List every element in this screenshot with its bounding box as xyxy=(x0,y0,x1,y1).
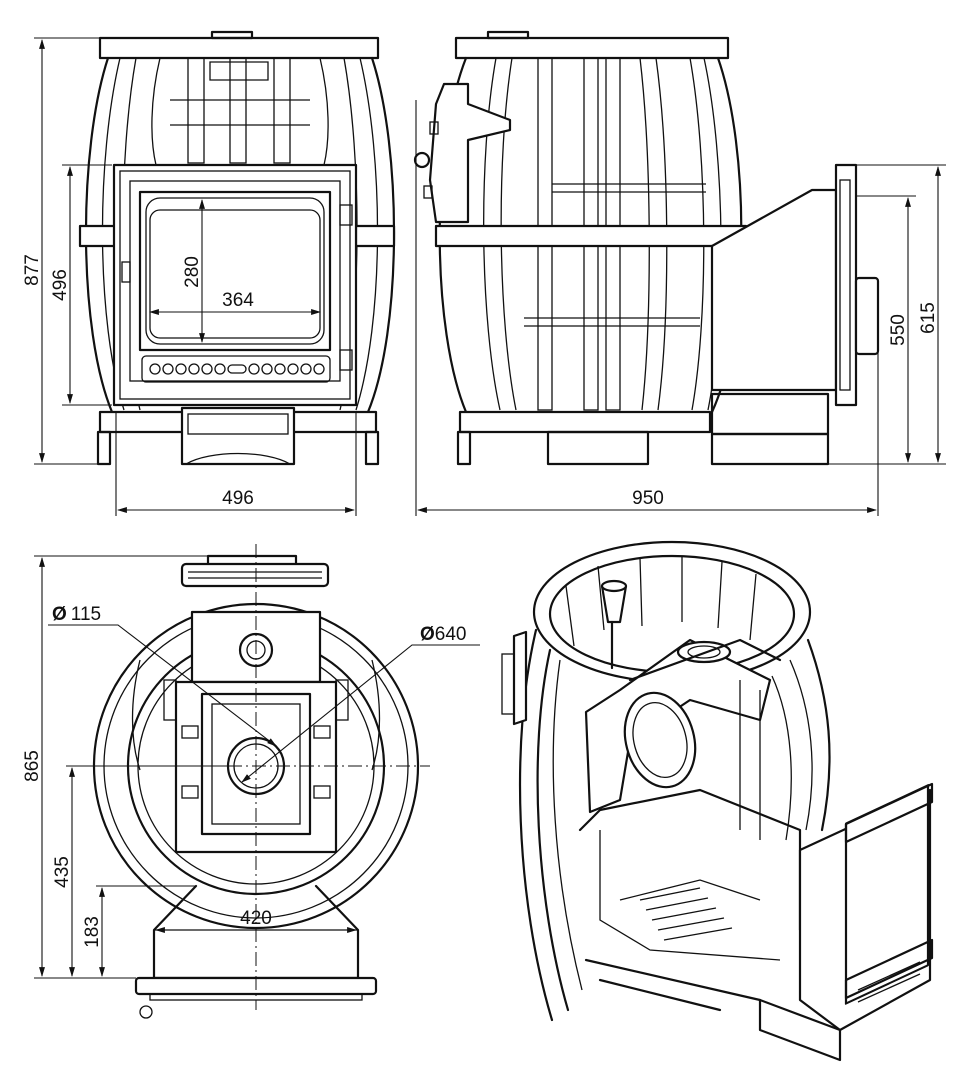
top-view xyxy=(84,544,430,1019)
dim-top-body-diameter: Ø640 xyxy=(420,624,466,645)
dim-side-tunnel-height: 550 xyxy=(888,314,909,346)
side-view xyxy=(413,30,880,466)
front-view xyxy=(78,30,396,466)
dim-side-tunnel-total: 615 xyxy=(918,302,939,334)
dim-front-height: 877 xyxy=(22,254,43,286)
dim-front-glass-height: 280 xyxy=(182,256,203,288)
dim-front-door-height: 496 xyxy=(50,269,71,301)
dim-top-center-offset: 435 xyxy=(52,856,73,888)
dim-top-tunnel-depth: 183 xyxy=(82,916,103,948)
air-vents-row xyxy=(141,355,331,383)
side-dimensions: 950 550 615 xyxy=(415,100,946,516)
dim-front-glass-width: 364 xyxy=(222,290,254,311)
dim-top-depth: 865 xyxy=(22,750,43,782)
dim-top-tunnel-width: 420 xyxy=(240,908,272,929)
dim-side-length: 950 xyxy=(632,488,664,509)
front-dimensions: 877 496 280 364 496 xyxy=(22,37,357,516)
dim-front-width: 496 xyxy=(222,488,254,509)
isometric-cutaway-view xyxy=(501,540,934,1062)
